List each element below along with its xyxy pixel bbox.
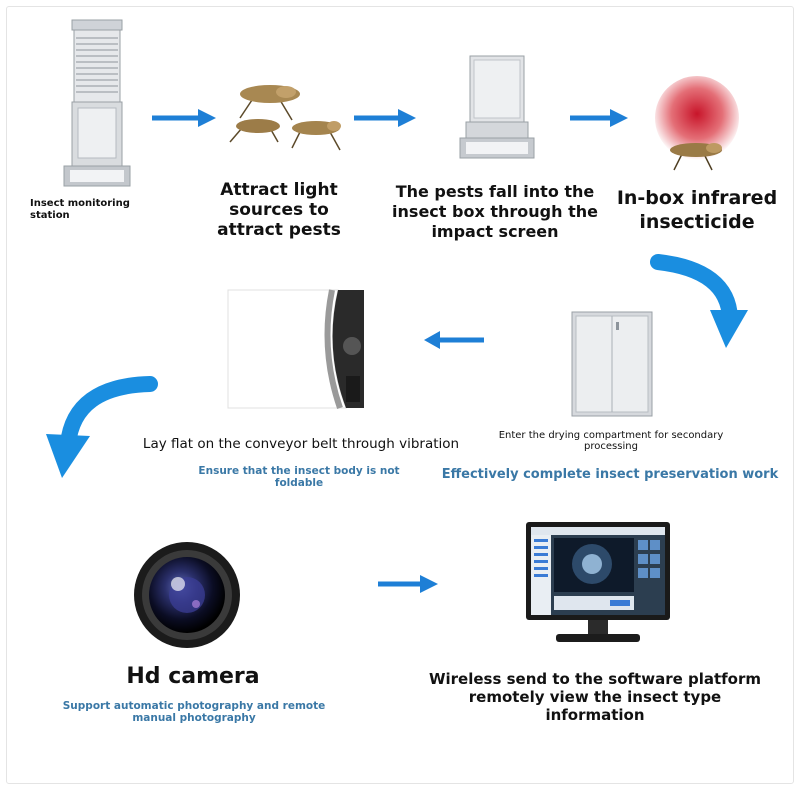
conveyor-belt-image — [227, 289, 364, 409]
camera-lens-image — [134, 542, 240, 648]
fall-label: The pests fall into the insect box throu… — [392, 182, 598, 241]
insect-box-image — [459, 55, 535, 159]
software-monitor-image — [526, 522, 670, 642]
drying-compartment-image — [571, 311, 653, 417]
infrared-label: In-box infrared insecticide — [616, 187, 778, 233]
right-arrow-3 — [570, 109, 628, 127]
camera-label: Hd camera — [126, 664, 260, 689]
right-arrow-4 — [378, 575, 438, 593]
infrared-glow-image — [655, 76, 739, 171]
grasshoppers-image — [229, 85, 341, 151]
curved-arrow-right — [650, 254, 748, 348]
conveyor-label: Lay flat on the conveyor belt through vi… — [142, 436, 460, 452]
right-arrow-2 — [354, 109, 416, 127]
drying-note: Effectively complete insect preservation… — [441, 467, 779, 482]
platform-label: Wireless send to the software platform r… — [428, 670, 762, 724]
drying-label: Enter the drying compartment for seconda… — [498, 430, 724, 452]
camera-note: Support automatic photography and remote… — [62, 700, 326, 724]
station-label: Insect monitoring station — [30, 198, 130, 221]
right-arrow-1 — [152, 109, 216, 127]
curved-arrow-left — [46, 376, 158, 478]
left-arrow — [424, 331, 484, 349]
attract-label: Attract light sources to attract pests — [217, 180, 341, 240]
monitoring-station-image — [63, 19, 131, 187]
conveyor-note: Ensure that the insect body is not folda… — [198, 465, 400, 489]
